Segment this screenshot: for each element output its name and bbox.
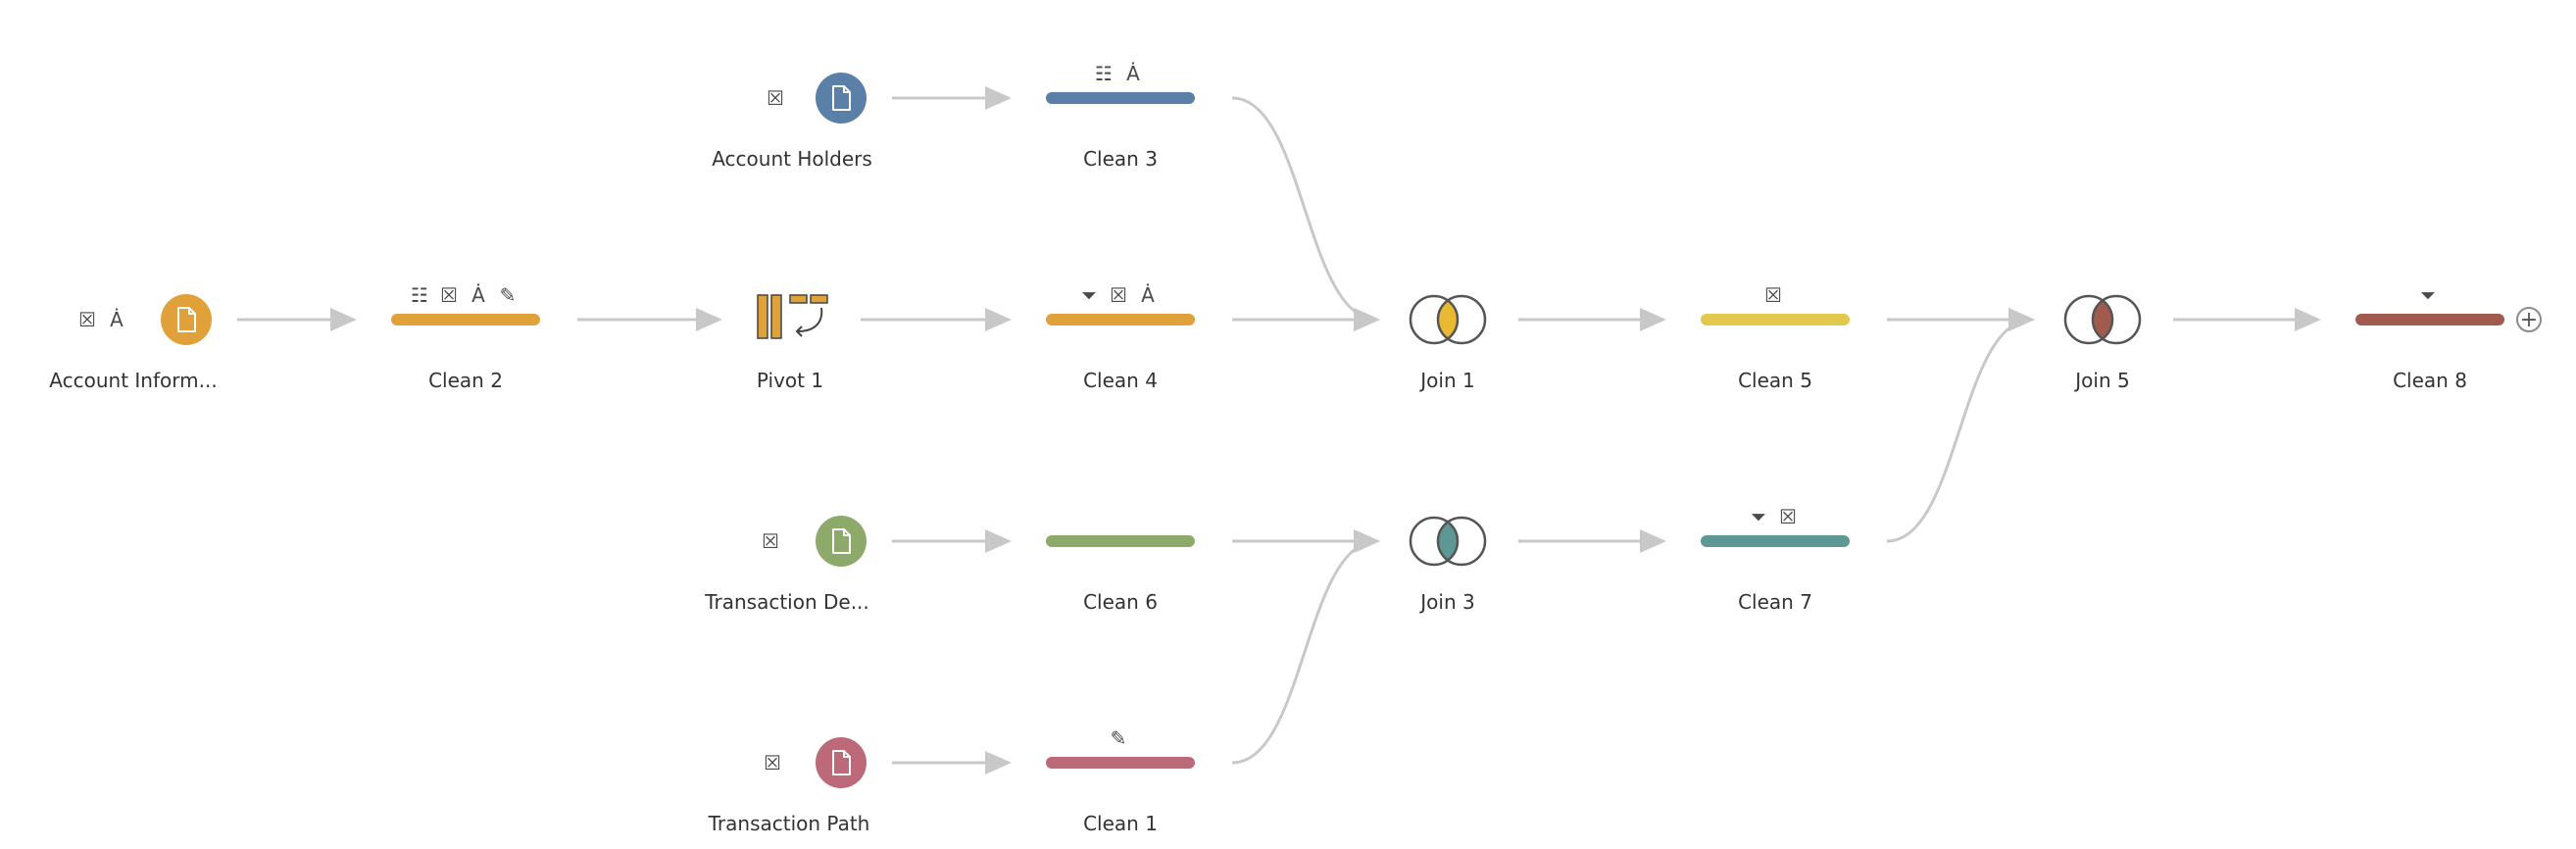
group-replace-icon: ☷ — [411, 283, 428, 307]
node-label-account-information: Account Inform... — [49, 369, 218, 392]
input-step-account-information[interactable] — [161, 294, 212, 345]
rename-field-icon: Ȧ — [471, 283, 485, 307]
join-icon-join-3[interactable] — [1407, 515, 1489, 568]
clean-step-clean-8[interactable] — [2355, 314, 2504, 325]
node-label-clean-4: Clean 4 — [1083, 369, 1158, 392]
input-step-transaction-details[interactable] — [816, 516, 867, 567]
node-label-join-5: Join 5 — [2075, 369, 2130, 392]
rename-field-icon: Ȧ — [1141, 283, 1155, 307]
remove-field-icon: ☒ — [1764, 283, 1782, 307]
node-label-transaction-path: Transaction Path — [708, 812, 870, 835]
input-step-transaction-path[interactable] — [816, 737, 867, 788]
filter-icon: ⏷ — [2420, 283, 2436, 307]
node-label-clean-5: Clean 5 — [1738, 369, 1812, 392]
join-icon-join-5[interactable] — [2061, 293, 2144, 346]
node-label-clean-2: Clean 2 — [428, 369, 503, 392]
node-label-clean-6: Clean 6 — [1083, 590, 1158, 614]
clean-step-clean-1[interactable] — [1046, 757, 1195, 769]
join-icon-join-1[interactable] — [1407, 293, 1489, 346]
connector-clean-7-to-join-5 — [1886, 308, 2035, 543]
rename-field-icon: Ȧ — [1126, 62, 1140, 85]
remove-field-icon: ☒ — [764, 751, 781, 774]
node-label-pivot-1: Pivot 1 — [756, 369, 824, 392]
clean-step-clean-7[interactable] — [1701, 535, 1850, 547]
document-icon — [832, 85, 851, 111]
connector-clean-3-to-join-1 — [1231, 96, 1380, 331]
remove-field-icon: ☒ — [440, 283, 458, 307]
remove-field-icon: ☒ — [1779, 505, 1797, 528]
group-replace-icon: ☷ — [1095, 62, 1113, 85]
clean-step-clean-6[interactable] — [1046, 535, 1195, 547]
node-label-clean-1: Clean 1 — [1083, 812, 1158, 835]
document-icon — [177, 307, 196, 332]
node-label-join-1: Join 1 — [1420, 369, 1475, 392]
remove-field-icon: ☒ — [78, 308, 96, 331]
node-label-account-holders: Account Holders — [712, 147, 872, 171]
document-icon — [832, 528, 851, 554]
clean-step-clean-5[interactable] — [1701, 314, 1850, 325]
node-label-clean-8: Clean 8 — [2393, 369, 2467, 392]
input-step-account-holders[interactable] — [816, 73, 867, 124]
pivot-icon[interactable] — [757, 294, 835, 349]
document-icon — [832, 750, 851, 775]
node-label-join-3: Join 3 — [1420, 590, 1475, 614]
rename-field-icon: Ȧ — [110, 308, 124, 331]
filter-icon: ⏷ — [1081, 283, 1097, 307]
node-label-clean-3: Clean 3 — [1083, 147, 1158, 171]
plus-icon[interactable]: + — [2516, 307, 2542, 332]
node-label-clean-7: Clean 7 — [1738, 590, 1812, 614]
edit-value-icon: ✎ — [1110, 726, 1127, 750]
filter-icon: ⏷ — [1751, 505, 1766, 528]
edit-value-icon: ✎ — [499, 283, 517, 307]
remove-field-icon: ☒ — [767, 86, 784, 110]
remove-field-icon: ☒ — [1110, 283, 1127, 307]
clean-step-clean-2[interactable] — [391, 314, 540, 325]
connector-clean-1-to-join-3 — [1231, 529, 1380, 765]
remove-field-icon: ☒ — [762, 529, 779, 553]
node-label-transaction-details: Transaction De... — [705, 590, 869, 614]
clean-step-clean-3[interactable] — [1046, 92, 1195, 104]
clean-step-clean-4[interactable] — [1046, 314, 1195, 325]
